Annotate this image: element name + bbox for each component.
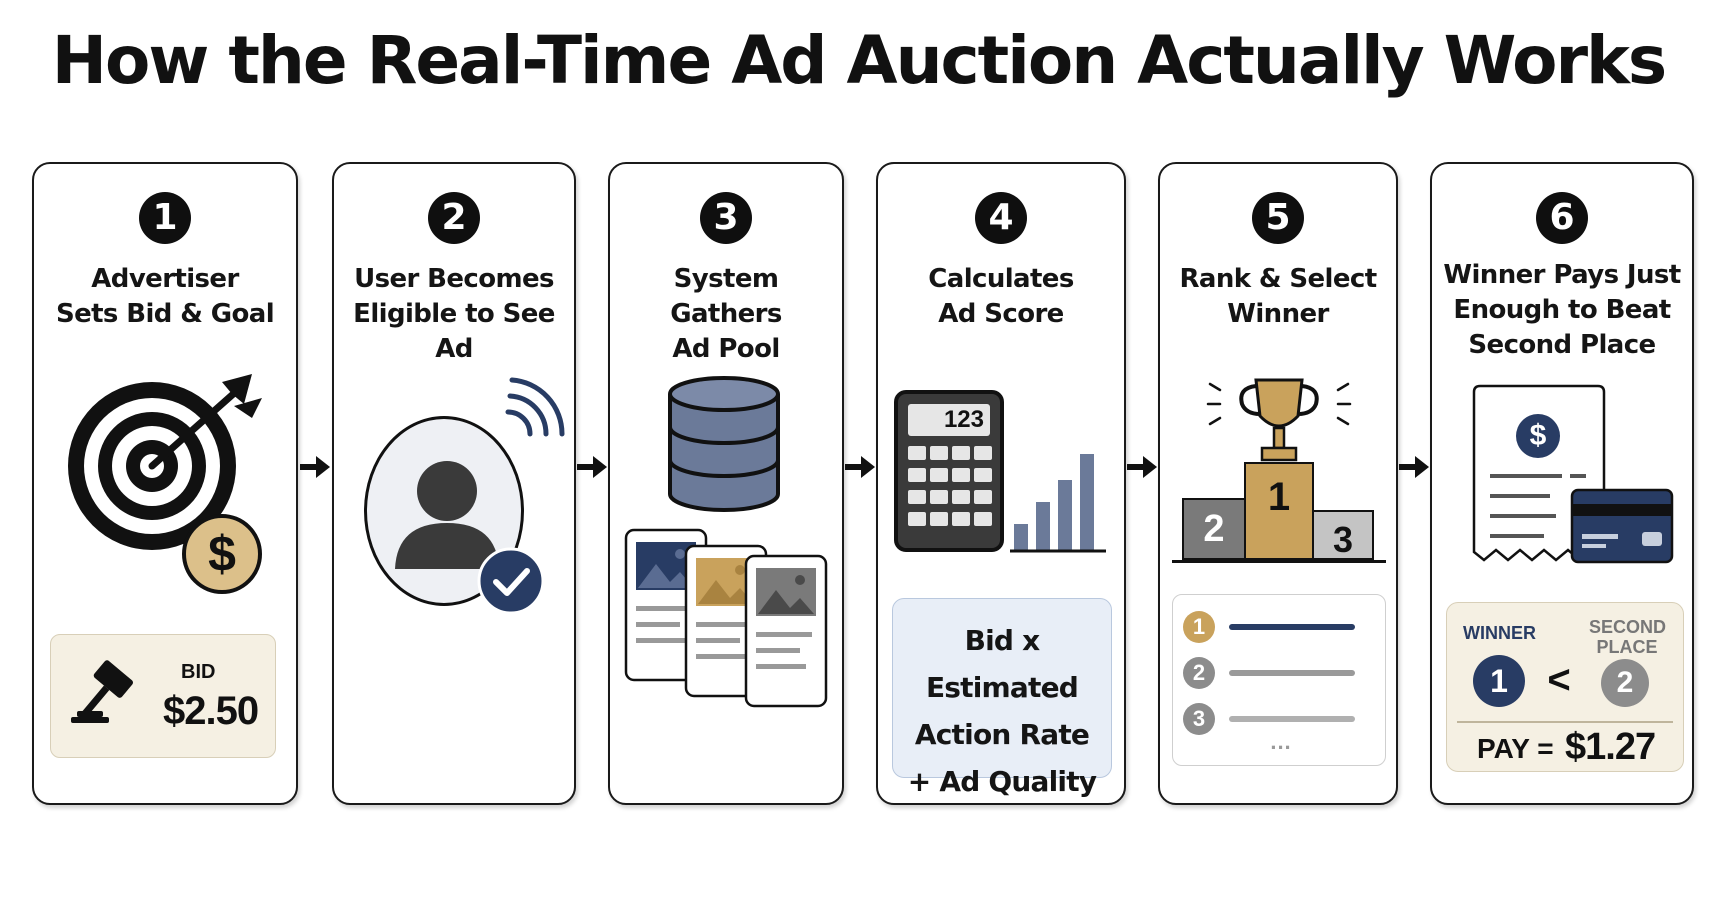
less-than-symbol: < <box>1547 658 1571 702</box>
ranked-list: 1 2 3 ... <box>1172 594 1386 766</box>
winner-badge: 1 <box>1473 655 1525 707</box>
dollar-coin-icon: $ <box>182 514 262 594</box>
step-3-number: 3 <box>700 192 752 244</box>
rank-badge-1: 1 <box>1183 611 1215 643</box>
wifi-signal-icon <box>505 377 565 437</box>
step-1-number: 1 <box>139 192 191 244</box>
rank-badge-2: 2 <box>1183 657 1215 689</box>
arrow-icon <box>300 456 330 478</box>
podium-first: 1 <box>1244 462 1314 560</box>
step-6-number: 6 <box>1536 192 1588 244</box>
step-4-number: 4 <box>975 192 1027 244</box>
credit-card-icon <box>1570 488 1674 564</box>
second-place-badge: 2 <box>1601 659 1649 707</box>
bid-label: BID <box>181 661 216 683</box>
pay-value: $1.27 <box>1565 726 1656 768</box>
step-2-number: 2 <box>428 192 480 244</box>
bid-value: $2.50 <box>163 689 259 733</box>
winner-label: WINNER <box>1463 623 1536 643</box>
arrow-icon <box>577 456 607 478</box>
checkmark-icon <box>477 547 545 615</box>
gavel-icon <box>71 660 133 723</box>
page-title: How the Real-Time Ad Auction Actually Wo… <box>51 22 1667 99</box>
target-icon <box>68 374 262 550</box>
step-5-number: 5 <box>1252 192 1304 244</box>
pay-label: PAY = <box>1477 733 1554 764</box>
bid-box: BID $2.50 <box>50 634 276 758</box>
ad-cards-icon <box>624 528 828 708</box>
arrow-icon <box>845 456 875 478</box>
calculator-icon: 123 <box>894 390 1004 552</box>
trophy-icon <box>1206 378 1352 462</box>
rank-badge-3: 3 <box>1183 703 1215 735</box>
arrow-icon <box>1127 456 1157 478</box>
calculator-display: 123 <box>908 404 990 436</box>
podium-second: 2 <box>1182 498 1246 560</box>
arrow-icon <box>1399 456 1429 478</box>
receipt-dollar-icon: $ <box>1529 419 1547 452</box>
database-icon <box>668 376 780 512</box>
podium-third: 3 <box>1312 510 1374 560</box>
bar-chart-icon <box>1010 454 1106 553</box>
more-indicator: ... <box>1270 729 1292 754</box>
